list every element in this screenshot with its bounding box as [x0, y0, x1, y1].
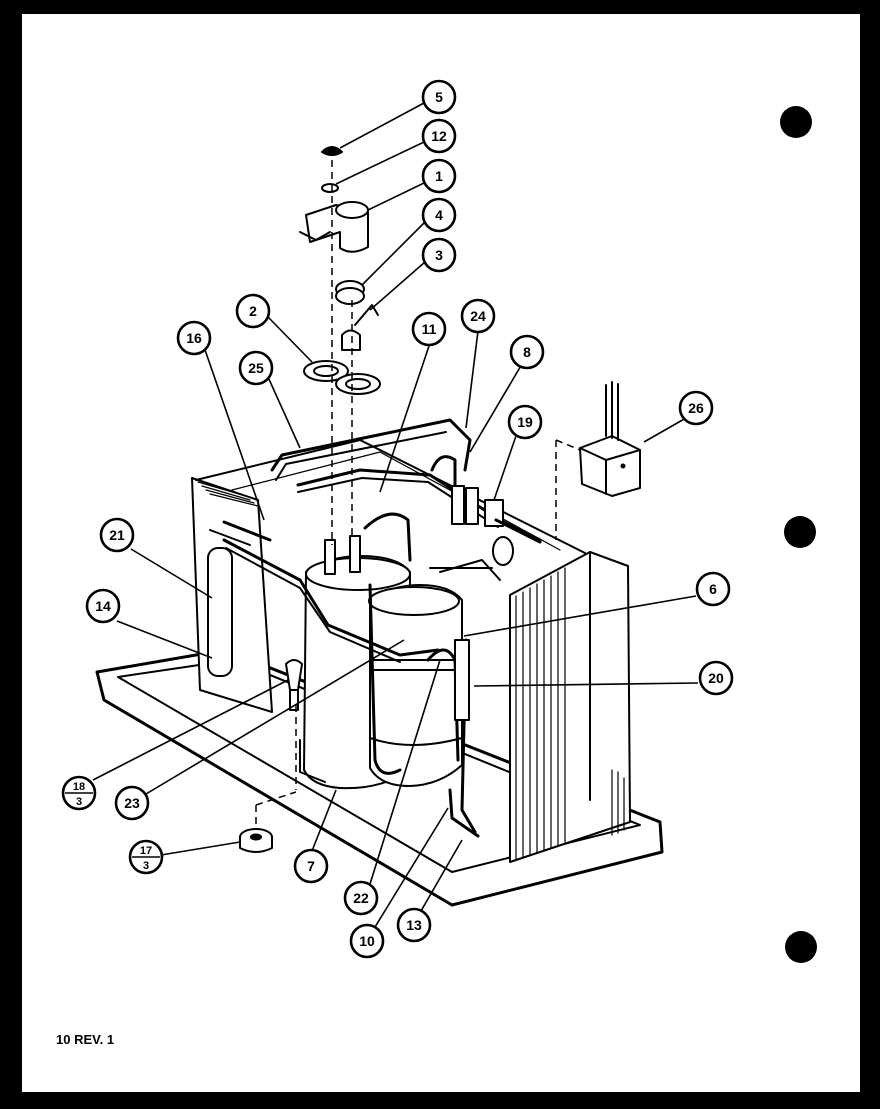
binder-hole-middle	[784, 516, 816, 548]
leader-lines	[92, 102, 699, 928]
svg-text:14: 14	[95, 598, 111, 614]
callout-17-3: 17 3	[128, 839, 164, 875]
svg-text:8: 8	[523, 344, 531, 360]
callout-4: 4	[421, 197, 457, 233]
callout-11: 11	[411, 311, 447, 347]
compressor-front	[368, 584, 463, 787]
svg-text:16: 16	[186, 330, 202, 346]
valve-fittings	[439, 485, 542, 581]
binder-hole-bottom	[785, 931, 817, 963]
page-label: 10 REV. 1	[56, 1032, 114, 1047]
callout-12: 12	[421, 118, 457, 154]
paper	[22, 14, 860, 1092]
callout-26: 26	[678, 390, 714, 426]
callout-1: 1	[421, 158, 457, 194]
callout-10: 10	[349, 923, 385, 959]
callout-16: 16	[176, 320, 212, 356]
svg-text:4: 4	[435, 207, 443, 223]
callout-7: 7	[293, 848, 329, 884]
overload-stack	[299, 146, 379, 351]
svg-text:17: 17	[140, 845, 152, 857]
svg-text:11: 11	[422, 321, 437, 337]
callout-6: 6	[695, 571, 731, 607]
callout-24: 24	[460, 298, 496, 334]
callout-3: 3	[421, 237, 457, 273]
svg-text:21: 21	[109, 527, 125, 543]
svg-text:24: 24	[470, 308, 486, 324]
callout-19: 19	[507, 404, 543, 440]
svg-text:3: 3	[435, 247, 443, 263]
callout-8: 8	[509, 334, 545, 370]
svg-text:25: 25	[248, 360, 264, 376]
svg-text:18: 18	[73, 781, 85, 793]
callout-20: 20	[698, 660, 734, 696]
svg-text:3: 3	[143, 860, 149, 872]
svg-text:1: 1	[435, 168, 443, 184]
svg-text:7: 7	[307, 858, 315, 874]
gasket-rings	[303, 360, 381, 395]
svg-text:22: 22	[353, 890, 369, 906]
callout-13: 13	[396, 907, 432, 943]
svg-text:26: 26	[688, 400, 704, 416]
coil-right-block	[509, 551, 631, 863]
callout-23: 23	[114, 785, 150, 821]
callout-14: 14	[85, 588, 121, 624]
svg-text:5: 5	[435, 89, 443, 105]
callout-2: 2	[235, 293, 271, 329]
svg-text:6: 6	[709, 581, 717, 597]
filter-drier	[207, 520, 272, 677]
mount-hardware	[239, 659, 303, 853]
callout-25: 25	[238, 350, 274, 386]
svg-text:12: 12	[431, 128, 447, 144]
callout-5: 5	[421, 79, 457, 115]
svg-text:23: 23	[124, 795, 140, 811]
svg-text:10: 10	[359, 933, 375, 949]
callout-18-3: 18 3	[61, 775, 97, 811]
callout-22: 22	[343, 880, 379, 916]
relay-box	[579, 381, 641, 497]
svg-text:3: 3	[76, 796, 82, 808]
svg-text:2: 2	[249, 303, 257, 319]
svg-text:20: 20	[708, 670, 724, 686]
callout-21: 21	[99, 517, 135, 553]
alignment-lines	[255, 160, 581, 828]
svg-text:19: 19	[517, 414, 533, 430]
binder-hole-top	[780, 106, 812, 138]
svg-text:13: 13	[406, 917, 422, 933]
